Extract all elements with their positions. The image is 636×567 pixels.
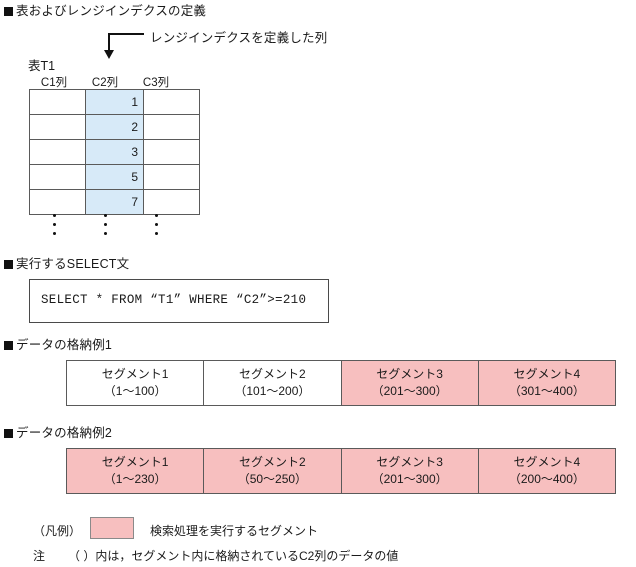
cell-c1 xyxy=(29,114,86,140)
segment-4: セグメント4 （200〜400） xyxy=(478,449,615,493)
section-bullet-icon xyxy=(4,429,13,438)
section-heading-example1-label: データの格納例1 xyxy=(16,338,113,352)
cell-c2: 2 xyxy=(85,114,144,140)
table-row: 1 xyxy=(29,89,200,115)
segment-3: セグメント3 （201〜300） xyxy=(341,449,479,493)
segment-name: セグメント1 xyxy=(101,366,169,381)
cell-c2: 5 xyxy=(85,164,144,190)
cell-c1 xyxy=(29,189,86,215)
legend-description: 検索処理を実行するセグメント xyxy=(150,524,319,538)
segment-range: （201〜300） xyxy=(371,472,448,486)
segment-4: セグメント4 （301〜400） xyxy=(478,361,615,405)
segment-name: セグメント2 xyxy=(239,366,306,381)
section-heading-example2-label: データの格納例2 xyxy=(16,426,113,440)
annotation-leader-line xyxy=(108,33,144,35)
legend-swatch-highlight xyxy=(90,517,134,539)
table-row: 3 xyxy=(29,139,200,165)
annotation-label: レンジインデクスを定義した列 xyxy=(150,31,328,45)
cell-c2: 7 xyxy=(85,189,144,215)
cell-c3 xyxy=(143,114,200,140)
segment-range: （1〜230） xyxy=(103,472,167,486)
column-header-c2: C2列 xyxy=(91,77,119,89)
note-text: （ ）内は，セグメント内に格納されているC2列のデータの値 xyxy=(68,549,399,563)
cell-c1 xyxy=(29,164,86,190)
segment-name: セグメント2 xyxy=(239,454,306,469)
segment-name: セグメント3 xyxy=(376,366,443,381)
section-heading-select: 実行するSELECT文 xyxy=(4,258,129,271)
legend-label: （凡例） xyxy=(33,524,82,538)
segment-bar-example1: セグメント1 （1〜100） セグメント2 （101〜200） セグメント3 （… xyxy=(66,360,616,406)
segment-range: （1〜100） xyxy=(103,384,167,398)
continuation-dots-c3 xyxy=(155,214,158,241)
annotation-vertical-line xyxy=(108,33,110,53)
segment-1: セグメント1 （1〜100） xyxy=(67,361,205,405)
cell-c3 xyxy=(143,139,200,165)
cell-c1 xyxy=(29,139,86,165)
segment-range: （301〜400） xyxy=(508,384,585,398)
table-row: 7 xyxy=(29,189,200,215)
column-header-c1: C1列 xyxy=(40,77,68,89)
segment-range: （101〜200） xyxy=(234,384,311,398)
segment-bar-example2: セグメント1 （1〜230） セグメント2 （50〜250） セグメント3 （2… xyxy=(66,448,616,494)
cell-c3 xyxy=(143,164,200,190)
segment-name: セグメント3 xyxy=(376,454,443,469)
annotation-arrowhead-icon xyxy=(104,50,114,59)
segment-range: （50〜250） xyxy=(237,472,308,486)
cell-c2: 1 xyxy=(85,89,144,115)
section-heading-definition: 表およびレンジインデクスの定義 xyxy=(4,5,206,18)
section-bullet-icon xyxy=(4,7,13,16)
section-bullet-icon xyxy=(4,341,13,350)
segment-name: セグメント4 xyxy=(513,366,581,381)
continuation-dots-c2 xyxy=(104,214,107,241)
sql-statement-text: SELECT * FROM “T1” WHERE “C2”>=210 xyxy=(41,293,307,307)
section-heading-example1: データの格納例1 xyxy=(4,339,112,352)
segment-name: セグメント4 xyxy=(513,454,581,469)
table-name-label: 表T1 xyxy=(28,59,56,73)
segment-2: セグメント2 （101〜200） xyxy=(204,361,342,405)
table-row: 5 xyxy=(29,164,200,190)
table-row: 2 xyxy=(29,114,200,140)
cell-c2: 3 xyxy=(85,139,144,165)
cell-c1 xyxy=(29,89,86,115)
segment-name: セグメント1 xyxy=(101,454,169,469)
note-label: 注 xyxy=(33,549,46,563)
section-heading-example2: データの格納例2 xyxy=(4,427,112,440)
sql-statement-box xyxy=(29,279,329,323)
segment-range: （201〜300） xyxy=(371,384,448,398)
cell-c3 xyxy=(143,89,200,115)
segment-2: セグメント2 （50〜250） xyxy=(204,449,342,493)
section-heading-definition-label: 表およびレンジインデクスの定義 xyxy=(16,4,207,18)
continuation-dots-c1 xyxy=(53,214,56,241)
segment-1: セグメント1 （1〜230） xyxy=(67,449,205,493)
cell-c3 xyxy=(143,189,200,215)
section-heading-select-label: 実行するSELECT文 xyxy=(16,257,130,271)
section-bullet-icon xyxy=(4,260,13,269)
segment-3: セグメント3 （201〜300） xyxy=(341,361,479,405)
table-t1: 1 2 3 5 7 xyxy=(29,89,200,215)
column-header-c3: C3列 xyxy=(142,77,170,89)
segment-range: （200〜400） xyxy=(508,472,585,486)
